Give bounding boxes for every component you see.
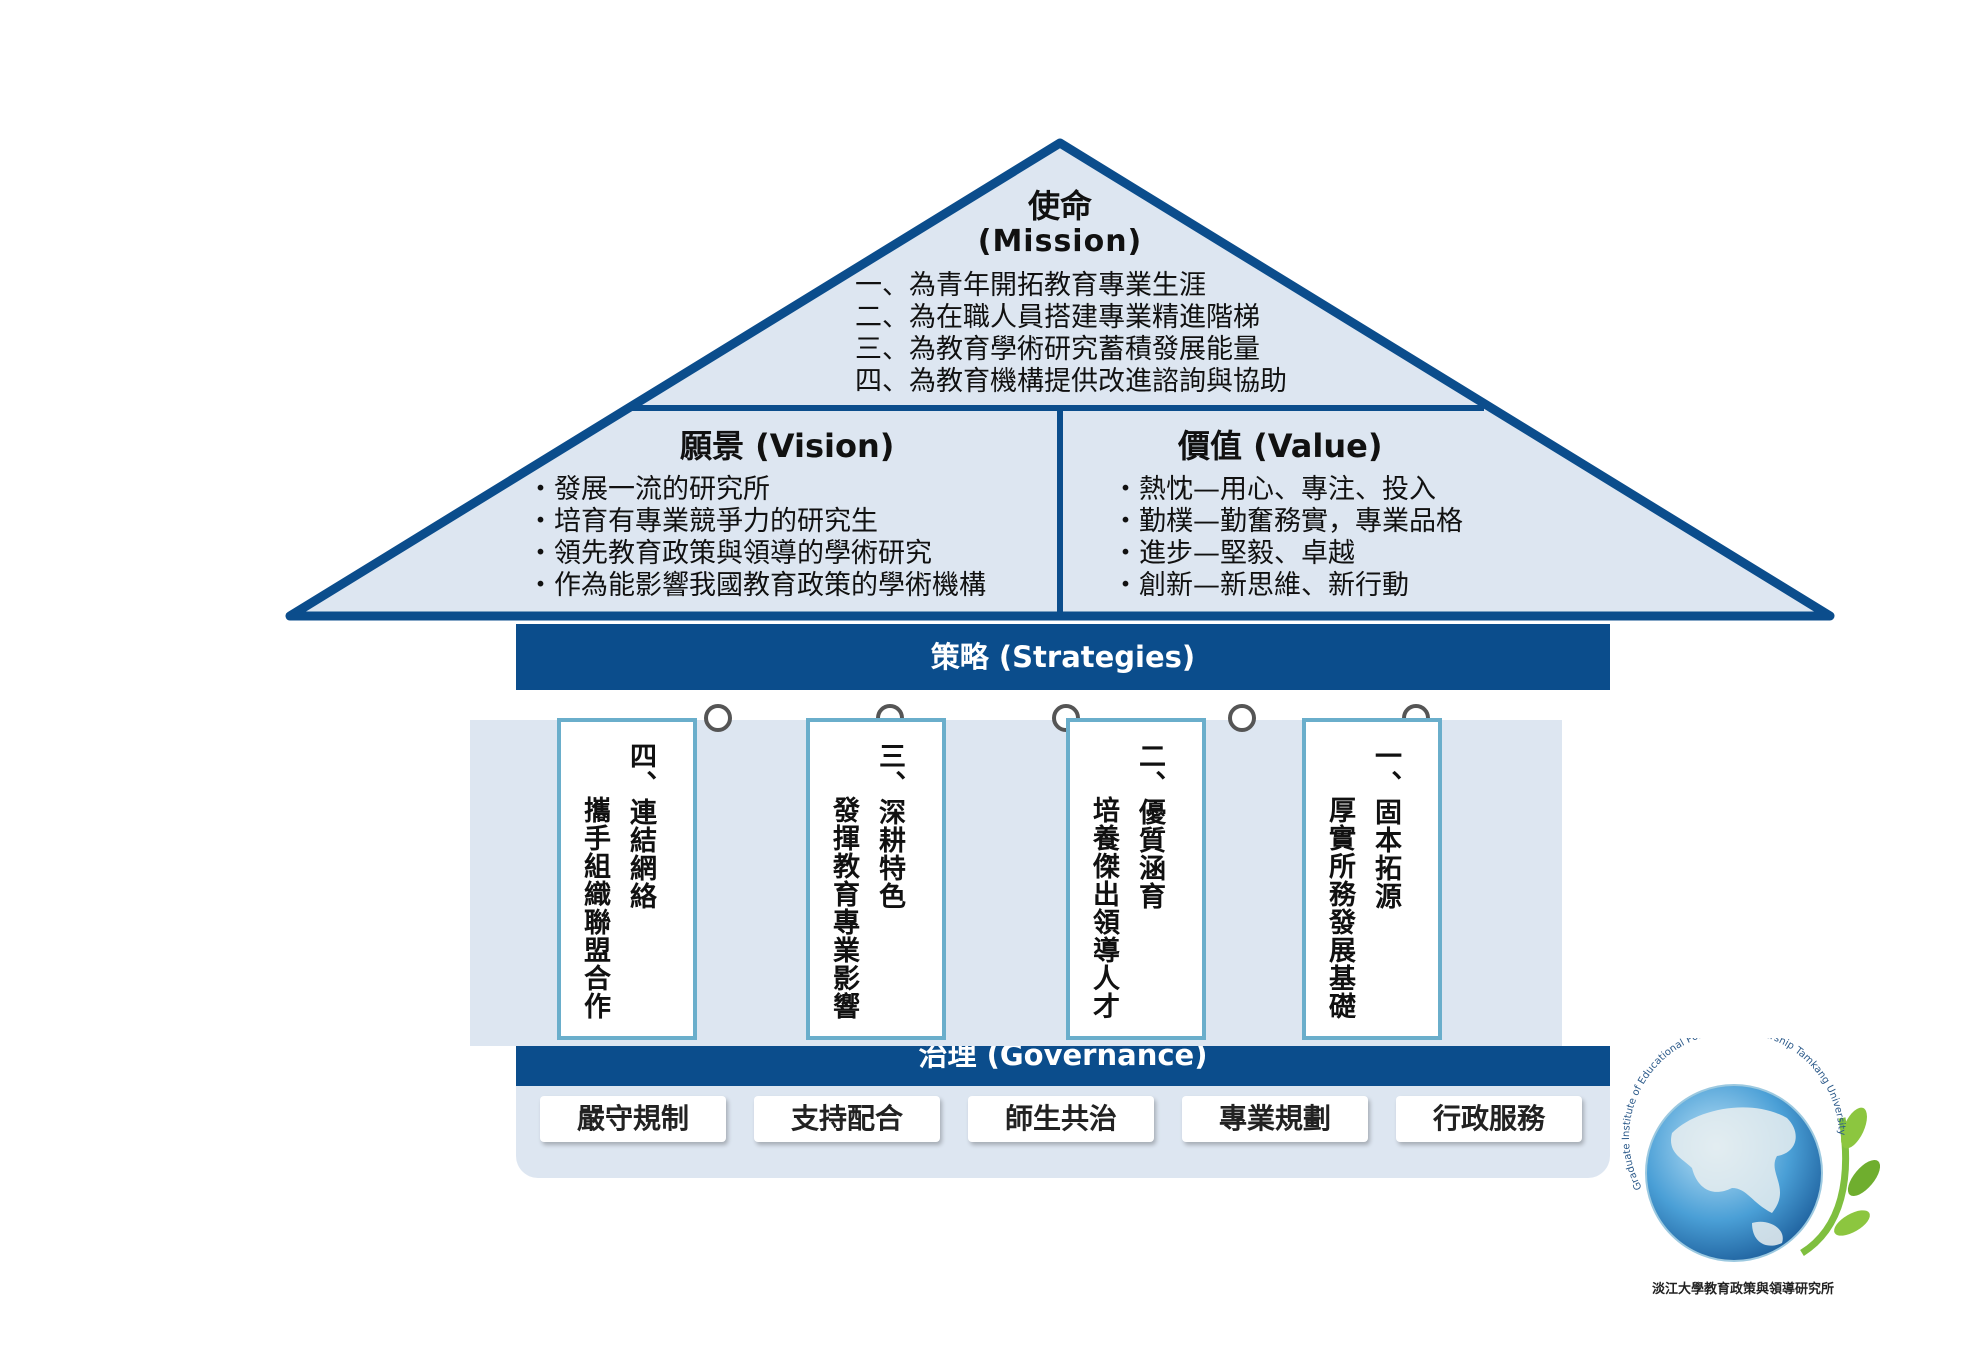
mission-title: 使命 [1027,187,1092,225]
strategy-heading: 一、固本拓源 [1370,742,1401,910]
vision-title: 願景 (Vision) [680,427,895,465]
governance-item: 行政服務 [1396,1096,1582,1142]
value-item: ・創新—新思維、新行動 [1112,570,1409,601]
governance-item: 嚴守規制 [540,1096,726,1142]
vision-item: ・發展一流的研究所 [527,474,770,505]
strategy-column: 二、優質涵育 培養傑出領導人才 [1066,718,1206,1040]
value-title: 價值 (Value) [1178,427,1383,465]
vision-item: ・領先教育政策與領導的學術研究 [527,538,932,569]
mission-item: 一、為青年開拓教育專業生涯 [855,270,1206,301]
roof-triangle [285,138,1835,621]
strategy-description: 培養傑出領導人才 [1088,796,1119,1020]
strategy-column: 一、固本拓源 厚實所務發展基礎 [1302,718,1442,1040]
ring-icon [704,704,732,732]
strategy-description: 發揮教育專業影響 [828,796,859,1020]
governance-band: 治理 (Governance) [516,1046,1610,1088]
strategies-band: 策略 (Strategies) [516,624,1610,690]
continent-shape [1752,1221,1783,1246]
leaf-icon [1841,1107,1867,1149]
vision-item: ・作為能影響我國教育政策的學術機構 [527,570,986,601]
strategy-heading: 三、深耕特色 [874,742,905,910]
logo-caption: 淡江大學教育政策與領導研究所 [1651,1282,1834,1297]
leaf-icon [1847,1159,1881,1197]
mission-subtitle: (Mission) [977,224,1143,259]
mission-item: 二、為在職人員搭建專業精進階梯 [855,302,1260,333]
institute-logo: Graduate Institute of Educational Policy… [1621,1038,1881,1262]
vision-list: ・發展一流的研究所 ・培育有專業競爭力的研究生 ・領先教育政策與領導的學術研究 … [527,474,986,602]
governance-item: 師生共治 [968,1096,1154,1142]
governance-item: 專業規劃 [1182,1096,1368,1142]
strategy-description: 厚實所務發展基礎 [1324,796,1355,1020]
value-item: ・熱忱—用心、專注、投入 [1112,474,1436,505]
value-list: ・熱忱—用心、專注、投入 ・勤樸—勤奮務實，專業品格 ・進步—堅毅、卓越 ・創新… [1112,474,1463,602]
strategy-heading: 四、連結網絡 [625,742,656,910]
strategies-title: 策略 (Strategies) [930,640,1196,674]
mission-list: 一、為青年開拓教育專業生涯 二、為在職人員搭建專業精進階梯 三、為教育學術研究蓄… [855,270,1287,398]
ring-icon [1228,704,1256,732]
continent-shape [1671,1107,1796,1213]
mission-item: 四、為教育機構提供改進諮詢與協助 [855,366,1287,397]
leaf-icon [1834,1210,1870,1236]
governance-title: 治理 (Governance) [918,1046,1208,1072]
value-item: ・勤樸—勤奮務實，專業品格 [1112,506,1463,537]
strategy-description: 攜手組織聯盟合作 [579,796,610,1020]
strategy-heading: 二、優質涵育 [1134,742,1165,910]
mission-section: 使命 (Mission) [910,188,1210,260]
strategy-column: 三、深耕特色 發揮教育專業影響 [806,718,946,1040]
mission-item: 三、為教育學術研究蓄積發展能量 [855,334,1260,365]
value-item: ・進步—堅毅、卓越 [1112,538,1355,569]
strategy-column: 四、連結網絡 攜手組織聯盟合作 [557,718,697,1040]
vision-item: ・培育有專業競爭力的研究生 [527,506,878,537]
governance-item: 支持配合 [754,1096,940,1142]
